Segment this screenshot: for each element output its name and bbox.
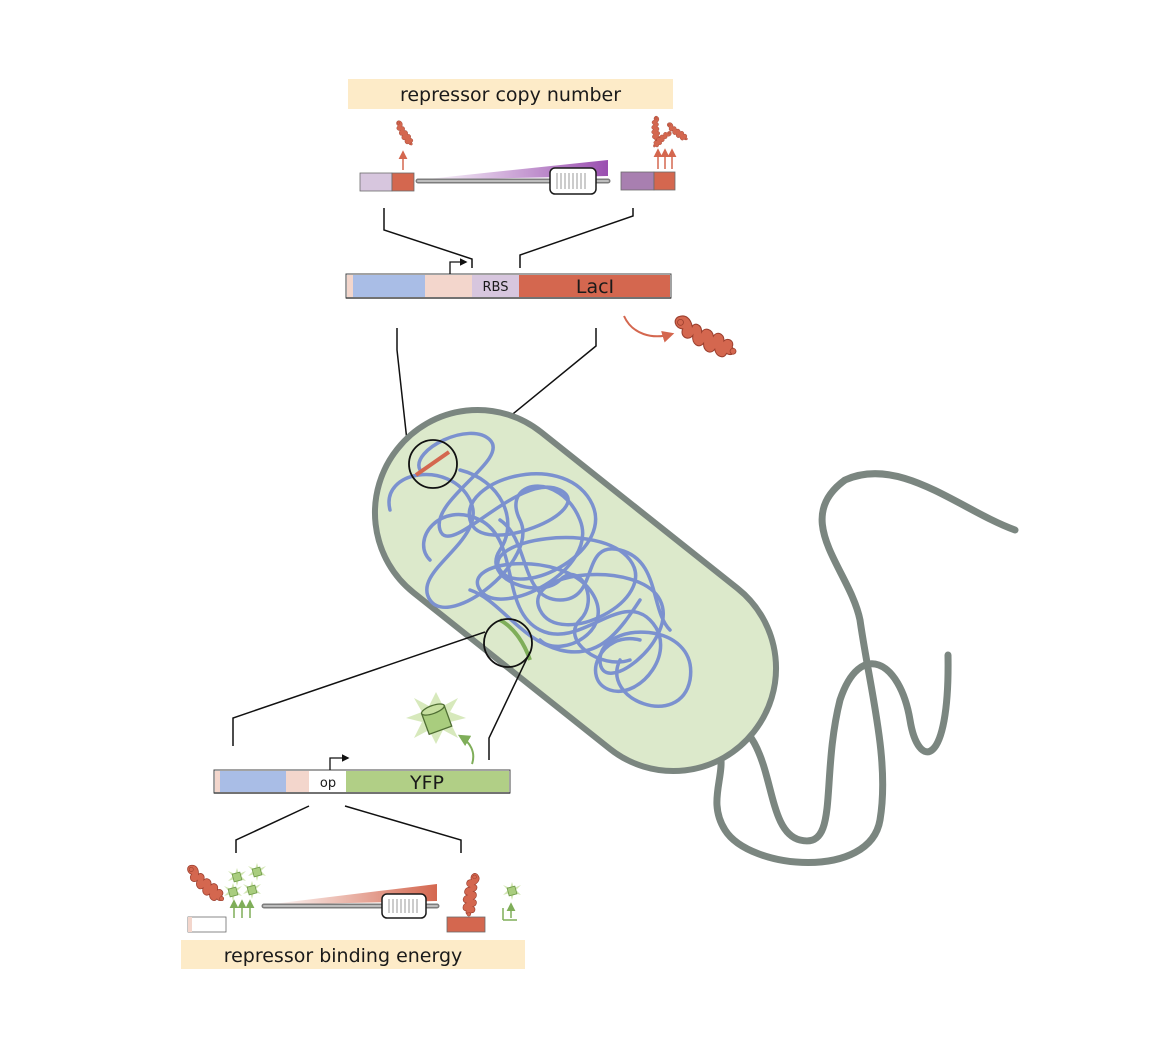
cell-membrane <box>371 406 780 775</box>
fluorescent-protein-icon <box>247 862 267 882</box>
rbs-label: RBS <box>483 280 509 295</box>
binding-energy-slider[interactable] <box>261 884 440 919</box>
expressed-repressor <box>623 299 739 373</box>
laci-gene-construct: RBS LacI <box>345 258 672 299</box>
yfp-gene-construct: op YFP <box>213 754 511 794</box>
weak-rbs-gene <box>359 120 415 192</box>
binding-energy-panel: repressor binding energy <box>181 858 525 969</box>
repressor-icon <box>672 299 739 373</box>
yfp-region <box>346 771 509 792</box>
yfp-zoom-circle <box>483 618 533 668</box>
fluorescent-protein-icon <box>227 867 247 887</box>
promoter-region <box>220 771 286 792</box>
chromosome-dna <box>387 431 693 708</box>
bacterial-cell <box>371 406 780 775</box>
repressor-icon <box>449 871 495 918</box>
strong-binding-operator <box>446 871 522 933</box>
operator-label: op <box>320 776 336 791</box>
weak-binding-operator <box>186 858 267 933</box>
flagellum-icon <box>716 651 952 845</box>
yfp-label: YFP <box>409 772 444 794</box>
copy-number-label-bg <box>348 79 673 109</box>
copy-number-panel: repressor copy number <box>348 79 689 268</box>
copy-number-label: repressor copy number <box>400 84 621 106</box>
rbs-region <box>472 275 519 297</box>
laci-label: LacI <box>576 276 614 298</box>
spacer-region <box>425 275 472 297</box>
repressor-icon <box>396 120 414 146</box>
repressor-icon <box>186 858 226 908</box>
copy-number-slider[interactable] <box>415 160 611 195</box>
laci-locus <box>414 450 451 477</box>
binding-energy-label: repressor binding energy <box>224 945 463 967</box>
fluorophore <box>406 692 475 765</box>
laci-zoom-circle <box>408 439 458 489</box>
promoter-arrow-icon <box>329 754 350 770</box>
binding-energy-label-bg <box>181 940 525 969</box>
fluorescent-protein-icon <box>242 880 262 900</box>
fluorescent-protein-icon <box>502 881 522 901</box>
flagellum-icon <box>696 470 1019 866</box>
promoter-arrow-icon <box>449 258 468 274</box>
promoter-region <box>353 275 425 297</box>
strong-rbs-gene <box>620 115 689 191</box>
laci-region <box>519 275 670 297</box>
fluorescent-protein-icon <box>420 703 453 736</box>
spacer-region <box>286 771 309 792</box>
fluorescent-protein-icon <box>223 882 243 902</box>
operator-region <box>309 771 346 792</box>
